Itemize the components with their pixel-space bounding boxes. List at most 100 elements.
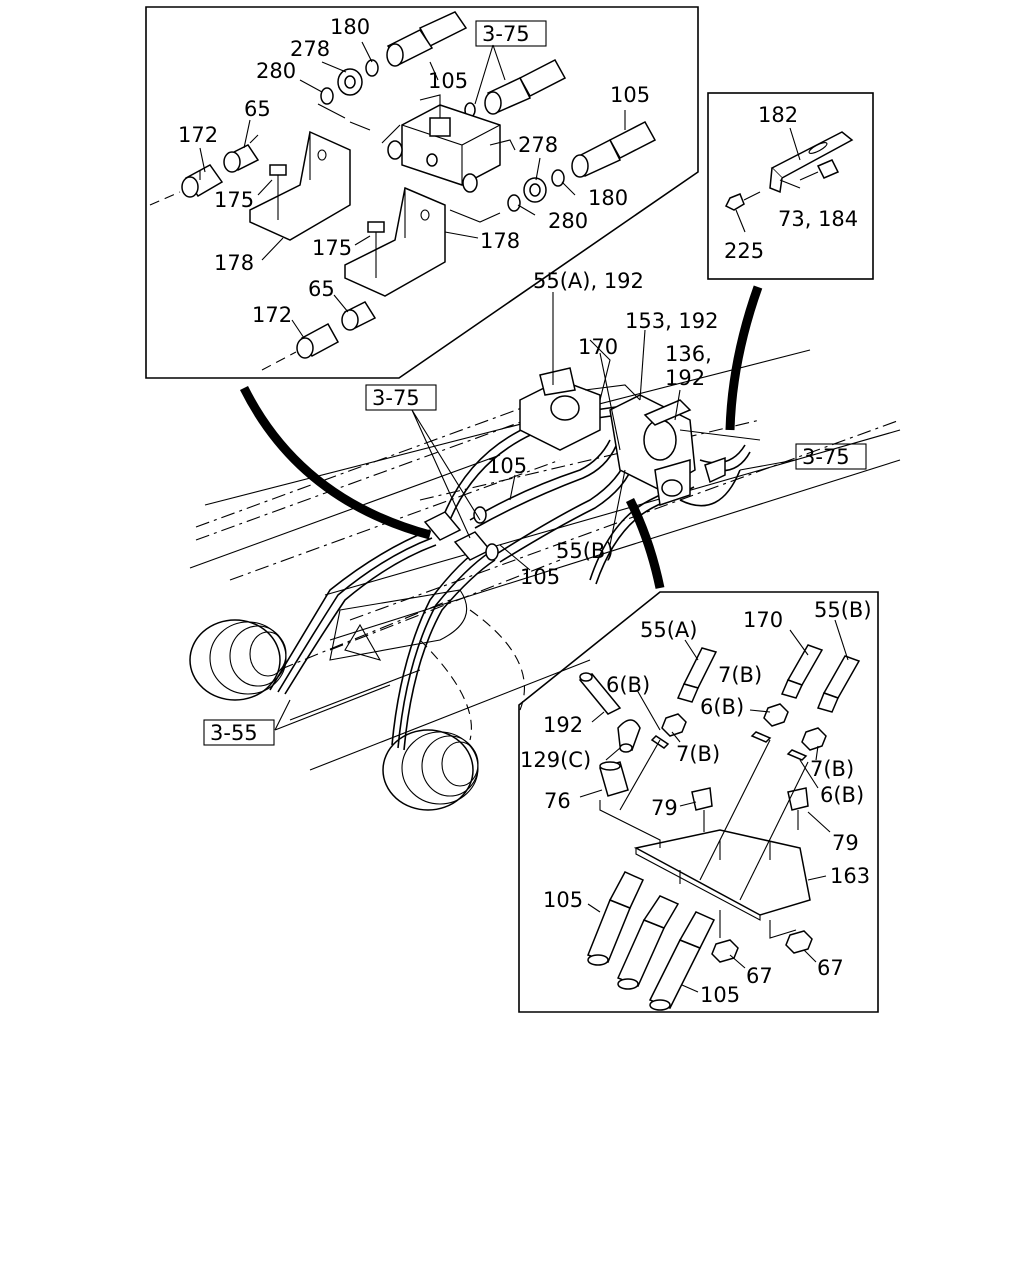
nut-278-top — [337, 68, 363, 96]
nut-7b-b — [763, 703, 789, 727]
callout-278-right: 278 — [518, 133, 558, 157]
brake-drum-right — [382, 729, 479, 811]
ref-3-75-top: 3-75 — [482, 22, 530, 46]
fitting-65-lower — [341, 301, 377, 331]
pipe-192-detail — [578, 672, 622, 715]
detail-panel-top-right: 182 73, 184 225 — [707, 92, 874, 280]
callout-55b-detail: 55(B) — [814, 598, 872, 622]
callout-65-low: 65 — [308, 277, 335, 301]
elbow-129c — [617, 719, 641, 753]
callout-170-main: 170 — [578, 335, 618, 359]
nut-67-b — [785, 930, 813, 954]
hose-105-upper-right — [484, 59, 567, 115]
callout-178-left: 178 — [214, 251, 254, 275]
nut-225 — [724, 191, 761, 211]
callout-67-b: 67 — [817, 956, 844, 980]
fitting-172-upper — [149, 164, 224, 206]
fitting-172-lower — [261, 322, 340, 371]
callout-129c: 129(C) — [520, 748, 591, 772]
bracket-178-lower — [344, 186, 446, 297]
callout-280-top: 280 — [256, 59, 296, 83]
callout-175-mid: 175 — [312, 236, 352, 260]
fitting-65-upper — [223, 144, 260, 173]
callout-182: 182 — [758, 103, 798, 127]
callout-105-right: 105 — [610, 83, 650, 107]
callout-105-top: 105 — [428, 69, 468, 93]
nut-7b-a — [661, 713, 687, 737]
tee-connector-left — [423, 506, 499, 561]
bracket-182 — [769, 131, 854, 194]
bolt-73-184 — [799, 159, 840, 181]
callout-6b-a: 6(B) — [606, 673, 650, 697]
hose-55b-detail — [816, 655, 861, 713]
callout-7b-a: 7(B) — [718, 663, 762, 687]
hose-55a-detail — [676, 647, 718, 703]
callout-79-b: 79 — [832, 831, 859, 855]
callout-105-detail-a: 105 — [543, 888, 583, 912]
callout-55a-192: 55(A), 192 — [533, 269, 644, 293]
callout-180-right: 180 — [588, 186, 628, 210]
callout-172-top: 172 — [178, 123, 218, 147]
callout-136: 136, — [665, 342, 712, 366]
main-assembly: 55(A), 192 153, 192 170 136, 192 3-75 3-… — [189, 269, 901, 811]
callout-280-right: 280 — [548, 209, 588, 233]
callout-105-main-top: 105 — [487, 454, 527, 478]
callout-175-top: 175 — [214, 188, 254, 212]
hose-105-detail-c — [648, 911, 716, 1011]
callout-67-a: 67 — [746, 964, 773, 988]
callout-79-a: 79 — [651, 796, 678, 820]
bolt-79-b — [787, 787, 809, 830]
pointer-arc-lower — [625, 497, 665, 589]
tee-valve-block — [387, 94, 501, 193]
callout-192-main: 192 — [665, 366, 705, 390]
callout-73-184: 73, 184 — [778, 207, 858, 231]
valve-cluster — [519, 339, 761, 506]
callout-180-top: 180 — [330, 15, 370, 39]
callout-153-192: 153, 192 — [625, 309, 719, 333]
detail-panel-top-left: 180 278 280 105 3-75 65 172 105 278 180 … — [145, 6, 699, 379]
pointer-arc-left — [239, 385, 432, 540]
pointer-arc-right — [725, 285, 763, 431]
callout-55a-detail: 55(A) — [640, 618, 697, 642]
hose-105-detail-b — [616, 895, 680, 990]
washer-280-right — [507, 194, 521, 212]
hose-105-lower-right — [571, 121, 657, 178]
brake-drum-left — [189, 619, 287, 701]
hose-105-top — [386, 11, 468, 67]
callout-65-top: 65 — [244, 97, 271, 121]
ref-3-75-left: 3-75 — [372, 386, 420, 410]
bolt-175-upper — [269, 164, 287, 220]
callout-7b-b: 7(B) — [676, 742, 720, 766]
callout-105-main-bot: 105 — [520, 565, 560, 589]
clip-6b-a — [650, 735, 670, 749]
washer-180-right — [551, 169, 565, 187]
callout-76: 76 — [544, 789, 571, 813]
hose-170-detail — [780, 644, 824, 699]
callout-6b-b: 6(B) — [700, 695, 744, 719]
clip-6b-c — [786, 749, 808, 761]
callout-6b-c: 6(B) — [820, 783, 864, 807]
bracket-plate-163 — [633, 829, 811, 921]
bracket-178-upper — [249, 130, 351, 241]
ref-3-55: 3-55 — [210, 721, 258, 745]
callout-105-detail-b: 105 — [700, 983, 740, 1007]
washer-280-top — [320, 87, 334, 105]
nut-278-right — [523, 177, 547, 203]
callout-163: 163 — [830, 864, 870, 888]
washer-180-top — [365, 59, 379, 77]
callout-278-top: 278 — [290, 37, 330, 61]
detail-panel-bottom-right: 55(A) 170 55(B) 6(B) 7(B) 6(B) 192 7(B) … — [518, 591, 879, 1013]
callout-192-detail: 192 — [543, 713, 583, 737]
bolt-79-a — [691, 787, 713, 832]
callout-55b-main: 55(B) — [556, 539, 614, 563]
ref-3-75-right: 3-75 — [802, 445, 850, 469]
clip-6b-b — [750, 731, 772, 743]
callout-7b-c: 7(B) — [810, 757, 854, 781]
hose-105-detail-a — [587, 871, 645, 966]
fitting-76 — [599, 761, 629, 797]
nut-7b-c — [801, 727, 827, 751]
callout-225: 225 — [724, 239, 764, 263]
bolt-175-lower — [367, 221, 385, 278]
callout-178-right: 178 — [480, 229, 520, 253]
